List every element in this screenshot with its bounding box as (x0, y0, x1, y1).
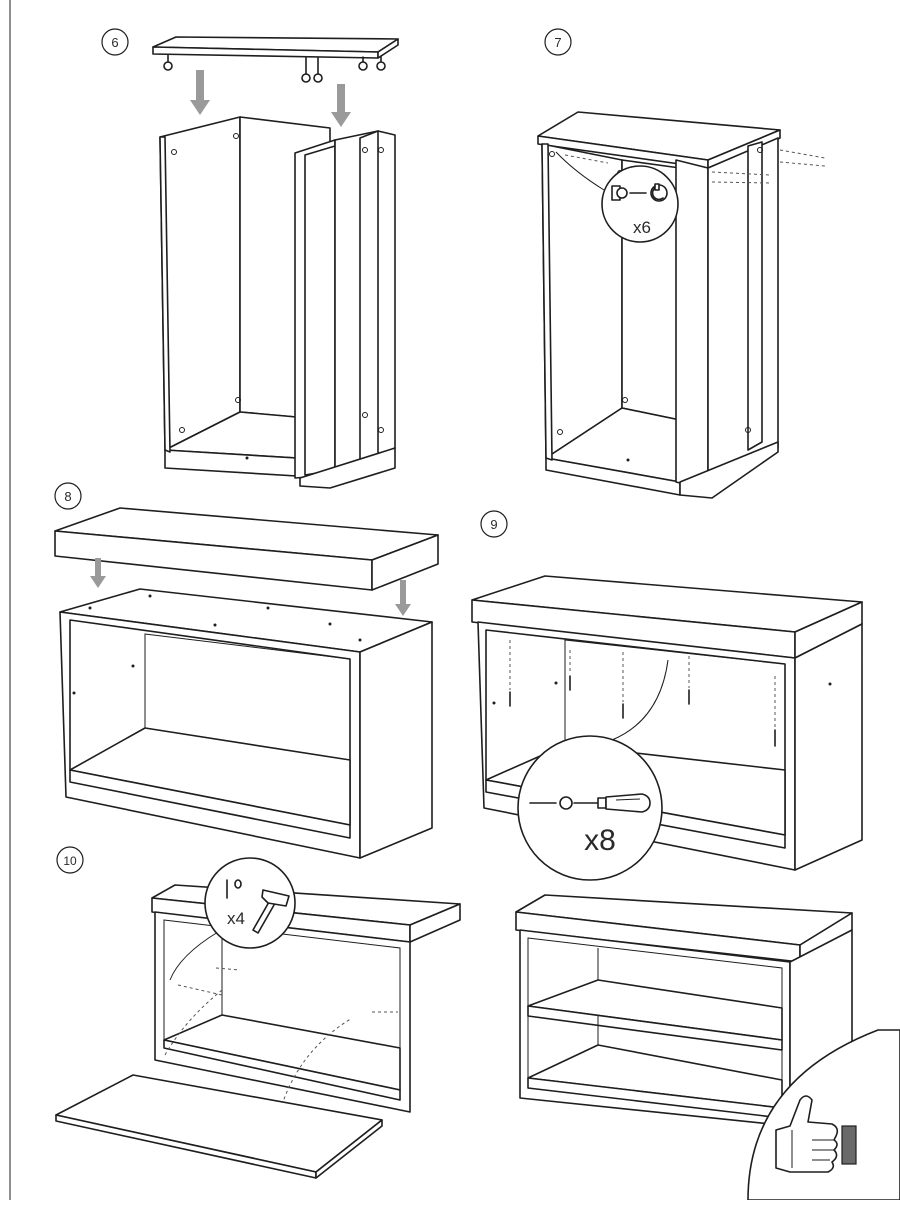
insertion-guides (555, 149, 826, 191)
hardware-callout: x8 (517, 735, 663, 881)
step-6: 6 (101, 28, 399, 489)
screws (492, 640, 832, 747)
quantity-label: x6 (633, 218, 651, 237)
down-arrows (90, 558, 411, 616)
cabinet-front-view (151, 884, 461, 1113)
carcass-frame (159, 116, 396, 489)
step-number-badge: 8 (54, 482, 82, 510)
cam-bolts (163, 54, 386, 83)
step-8: 8 (54, 482, 439, 859)
completion-badge (747, 1029, 900, 1201)
holes (72, 594, 362, 695)
quantity-label: x4 (227, 909, 245, 928)
step-number-badge: 10 (56, 846, 84, 874)
quantity-label: x8 (584, 824, 616, 857)
step-number: 8 (64, 489, 71, 504)
carcass-on-side (59, 588, 433, 859)
step-number: 10 (63, 854, 77, 868)
cam-lock-and-dowel-icon (611, 183, 668, 202)
down-arrows (190, 70, 351, 127)
thumbs-up-icon (775, 1095, 857, 1173)
top-panel (152, 36, 399, 83)
step-number: 9 (490, 517, 497, 532)
step-number-badge: 7 (544, 28, 572, 56)
hardware-callout: x6 (601, 165, 679, 243)
step-10: 10 (55, 846, 461, 1179)
step-9: 9 (471, 510, 863, 881)
assembled-carcass (537, 111, 826, 499)
screw-and-screwdriver-icon (529, 793, 651, 813)
nail-and-hammer-icon (226, 879, 290, 934)
hardware-callout: x4 (204, 857, 296, 949)
step-number-badge: 6 (101, 28, 129, 56)
nail-guides (164, 931, 398, 1106)
step-number-badge: 9 (480, 510, 508, 538)
step-number: 7 (554, 35, 561, 50)
holes (171, 133, 384, 460)
step-number: 6 (111, 35, 118, 50)
step-7: 7 (537, 28, 826, 499)
top-panel (54, 507, 439, 591)
back-panel (55, 1074, 383, 1179)
callout-leader (611, 659, 669, 741)
